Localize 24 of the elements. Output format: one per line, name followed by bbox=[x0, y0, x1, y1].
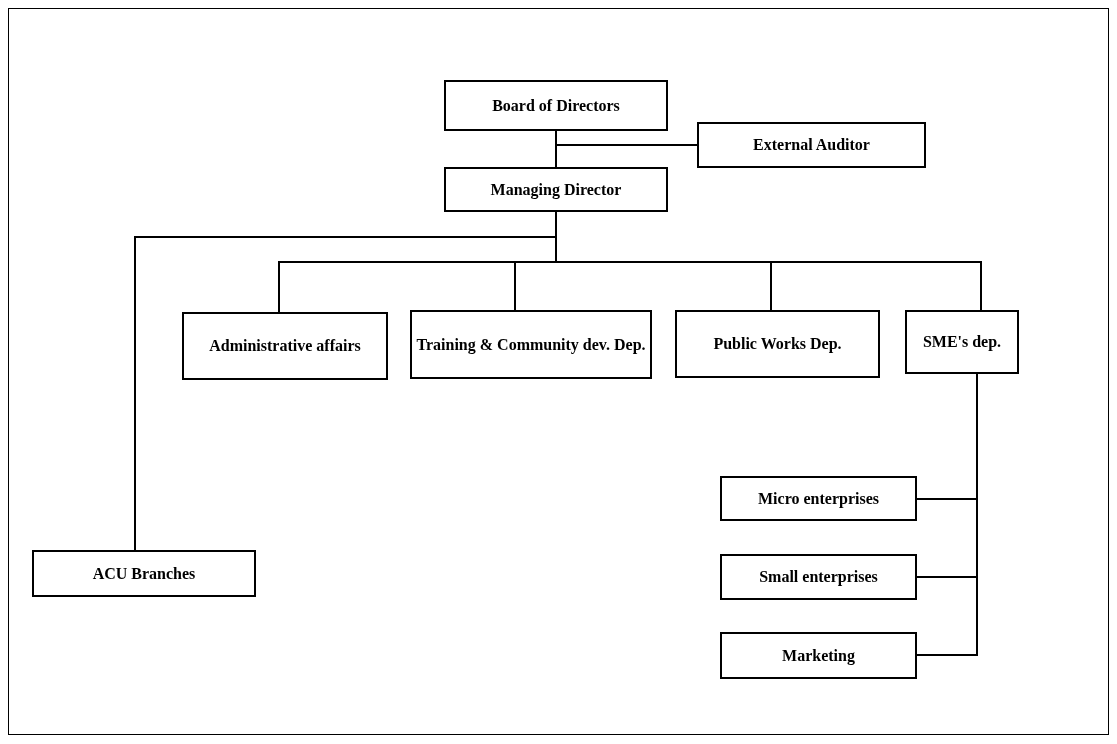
org-box bbox=[905, 310, 1019, 374]
box-label: SME's dep. bbox=[922, 332, 1002, 352]
org-box bbox=[32, 550, 256, 597]
org-box bbox=[444, 80, 668, 131]
box-label: ACU Branches bbox=[92, 563, 196, 584]
box-label: Managing Director bbox=[490, 179, 622, 200]
box-label: Micro enterprises bbox=[758, 488, 879, 509]
box-label: Marketing bbox=[782, 645, 855, 666]
org-box bbox=[720, 476, 917, 521]
box-label: Training & Community dev. Dep. bbox=[416, 334, 646, 355]
box-label: Administrative affairs bbox=[209, 336, 361, 356]
org-box bbox=[444, 167, 668, 212]
org-box bbox=[720, 632, 917, 679]
box-label: Public Works Dep. bbox=[713, 334, 842, 354]
org-box bbox=[697, 122, 926, 168]
org-box bbox=[182, 312, 388, 380]
org-box bbox=[720, 554, 917, 600]
org-box bbox=[675, 310, 880, 378]
connector-line bbox=[916, 373, 978, 656]
connector-line bbox=[555, 130, 698, 146]
box-label: Board of Directors bbox=[492, 95, 620, 116]
box-label: Small enterprises bbox=[759, 567, 878, 587]
org-box bbox=[410, 310, 652, 379]
box-label: External Auditor bbox=[753, 135, 870, 155]
